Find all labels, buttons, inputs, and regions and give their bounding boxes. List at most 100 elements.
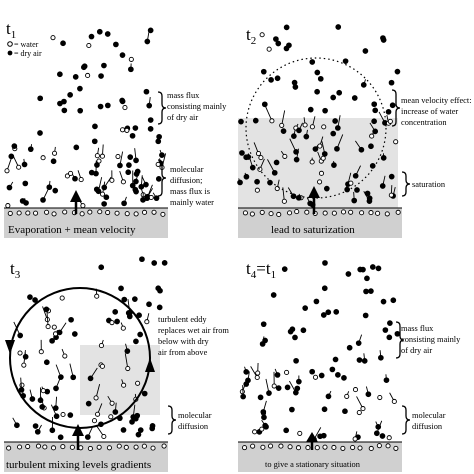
- dry-air-molecule-icon: [57, 71, 63, 78]
- water-molecule-icon: [377, 394, 383, 401]
- dry-air-molecule-icon: [273, 159, 280, 166]
- dry-air-molecule-icon: [98, 264, 105, 271]
- dry-air-molecule-icon: [335, 372, 341, 378]
- water-molecule-icon: [295, 445, 302, 451]
- water-molecule-icon: [350, 444, 356, 451]
- dry-air-molecule-icon: [314, 69, 321, 76]
- dry-air-molecule-icon: [67, 92, 73, 98]
- dry-air-molecule-icon: [37, 387, 44, 404]
- dry-air-molecule-icon: [380, 153, 387, 161]
- dry-air-molecule-icon: [133, 338, 139, 345]
- dry-air-molecule-icon: [283, 45, 290, 52]
- water-molecule-icon: [40, 386, 46, 394]
- dry-air-molecule-icon: [137, 331, 144, 338]
- dry-air-molecule-icon: [289, 406, 295, 413]
- water-molecule-icon: [114, 210, 120, 216]
- dry-air-molecule-icon: [318, 372, 325, 379]
- dry-air-molecule-icon: [274, 368, 281, 378]
- dry-air-molecule-icon: [146, 301, 152, 308]
- water-molecule-icon: [128, 56, 134, 62]
- dry-air-molecule-icon: [43, 306, 50, 313]
- dry-air-molecule-icon: [334, 115, 341, 131]
- dry-air-molecule-icon: [37, 130, 43, 136]
- dry-air-molecule-icon: [149, 424, 156, 432]
- dry-air-molecule-icon: [268, 77, 274, 83]
- dry-air-molecule-icon: [126, 162, 132, 168]
- water-molecule-icon: [389, 392, 397, 405]
- annotation-saturation: saturation: [412, 180, 446, 189]
- dry-air-molecule-icon: [132, 125, 139, 131]
- dry-air-molecule-icon: [280, 128, 287, 134]
- water-molecule-icon: [314, 445, 320, 451]
- dry-air-molecule-icon: [317, 433, 323, 440]
- water-molecule-icon: [141, 209, 148, 215]
- water-molecule-icon: [268, 211, 274, 217]
- dry-air-molecule-icon: [32, 297, 38, 303]
- water-molecule-icon: [91, 418, 98, 424]
- water-molecule-icon: [279, 110, 286, 128]
- water-molecule-icon: [16, 210, 22, 216]
- water-molecule-icon: [86, 42, 92, 49]
- eddy-arrow-down-icon: [5, 340, 15, 354]
- dry-air-molecule-icon: [119, 52, 126, 58]
- water-molecule-icon: [85, 72, 91, 79]
- dry-air-molecule-icon: [342, 408, 348, 415]
- water-molecule-icon: [106, 445, 112, 451]
- dry-air-molecule-icon: [259, 336, 266, 347]
- water-molecule-icon: [368, 210, 374, 216]
- dry-air-molecule-icon: [46, 180, 53, 191]
- dry-air-molecule-icon: [52, 396, 59, 412]
- water-molecule-icon: [385, 443, 391, 449]
- dry-air-molecule-icon: [314, 88, 320, 95]
- dry-air-molecule-icon: [245, 371, 251, 384]
- dry-air-molecule-icon: [27, 144, 34, 153]
- brace-icon: [167, 405, 177, 435]
- water-molecule-icon: [376, 443, 382, 449]
- dry-air-molecule-icon: [157, 287, 163, 294]
- dry-air-molecule-icon: [275, 385, 282, 391]
- dry-air-molecule-icon: [357, 266, 364, 273]
- dry-air-molecule-icon: [69, 363, 77, 381]
- dry-air-molecule-icon: [243, 381, 250, 387]
- dry-air-molecule-icon: [52, 187, 59, 194]
- dry-air-molecule-icon: [309, 59, 316, 65]
- water-molecule-icon: [51, 146, 58, 156]
- dry-air-molecule-icon: [127, 154, 134, 160]
- dry-air-molecule-icon: [335, 24, 342, 30]
- dry-air-molecule-icon: [40, 188, 49, 203]
- water-molecule-icon: [317, 179, 323, 185]
- water-molecule-icon: [79, 211, 85, 217]
- dry-air-molecule-icon: [322, 107, 328, 114]
- water-molecule-icon: [331, 444, 337, 451]
- dry-air-molecule-icon: [254, 178, 260, 185]
- dry-air-molecule-icon: [325, 309, 332, 316]
- water-molecule-icon: [121, 379, 127, 388]
- water-molecule-icon: [133, 211, 139, 217]
- dry-air-molecule-icon: [21, 158, 28, 168]
- dry-air-molecule-icon: [292, 84, 299, 90]
- dry-air-molecule-icon: [323, 185, 330, 192]
- dry-air-molecule-icon: [389, 102, 396, 109]
- water-molecule-icon: [62, 209, 68, 215]
- dry-air-molecule-icon: [365, 386, 372, 398]
- dry-air-molecule-icon: [383, 374, 390, 384]
- dry-air-molecule-icon: [394, 68, 401, 75]
- dry-air-molecule-icon: [121, 196, 127, 207]
- dry-air-molecule-icon: [260, 400, 267, 415]
- water-molecule-icon: [96, 444, 102, 450]
- dry-air-molecule-icon: [138, 175, 145, 190]
- water-molecule-icon: [276, 211, 282, 218]
- dry-air-molecule-icon: [95, 177, 103, 195]
- dry-air-molecule-icon: [12, 417, 20, 429]
- water-molecule-icon: [77, 170, 84, 183]
- dry-air-molecule-icon: [133, 188, 139, 195]
- dry-air-molecule-icon: [369, 264, 376, 270]
- ground-strip-t2: [238, 208, 402, 238]
- legend-water-label: = water: [14, 40, 39, 49]
- water-molecule-icon: [141, 443, 147, 449]
- water-molecule-icon: [17, 444, 23, 450]
- time-label-t4: t4=t1: [246, 259, 276, 281]
- water-molecule-icon: [242, 210, 248, 216]
